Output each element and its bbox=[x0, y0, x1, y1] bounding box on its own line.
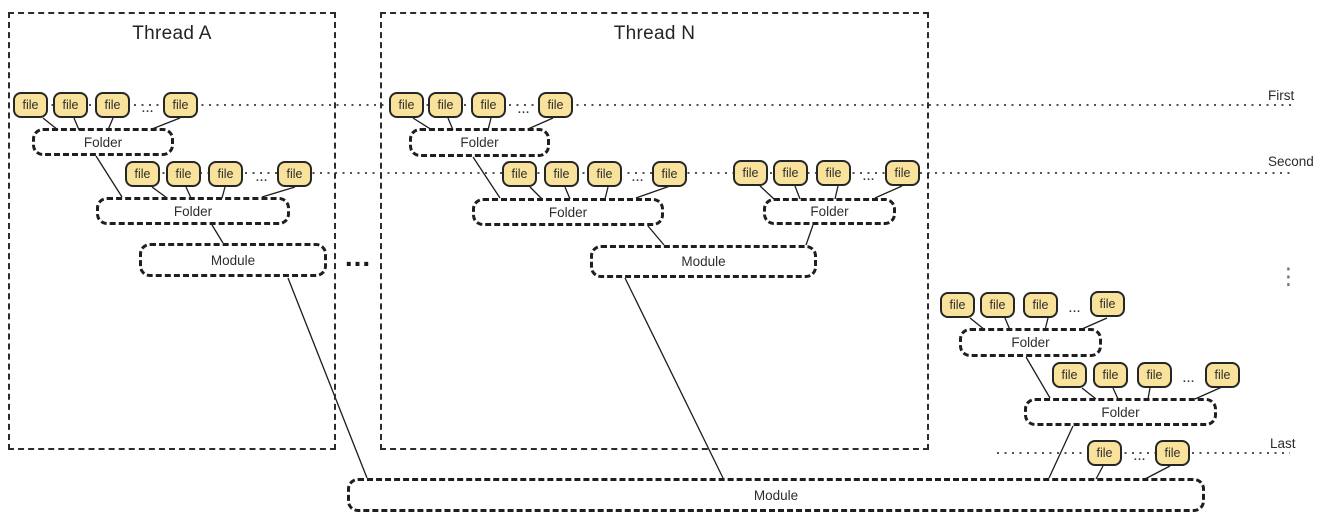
folder-node: Folder bbox=[763, 198, 896, 225]
file-node: file bbox=[773, 160, 808, 186]
file-node: file bbox=[1205, 362, 1240, 388]
level-label-second: Second bbox=[1268, 154, 1314, 169]
module-node: Module bbox=[590, 245, 817, 278]
thread-n-title: Thread N bbox=[613, 23, 696, 44]
file-node: file bbox=[1093, 362, 1128, 388]
level-label-first: First bbox=[1268, 88, 1295, 103]
file-node: file bbox=[95, 92, 130, 118]
file-node: file bbox=[166, 161, 201, 187]
vertical-ellipsis: ⋮ bbox=[1277, 263, 1300, 289]
file-node: file bbox=[163, 92, 198, 118]
files-ellipsis: ... bbox=[862, 171, 876, 183]
folder-node: Folder bbox=[959, 328, 1102, 357]
file-node: file bbox=[125, 161, 160, 187]
file-node: file bbox=[652, 161, 687, 187]
file-node: file bbox=[587, 161, 622, 187]
folder-node: Folder bbox=[96, 197, 290, 225]
file-node: file bbox=[816, 160, 851, 186]
files-ellipsis: ... bbox=[255, 172, 269, 184]
level-label-last: Last bbox=[1270, 436, 1296, 451]
file-node: file bbox=[980, 292, 1015, 318]
thread-a-panel: Thread A bbox=[8, 12, 336, 450]
file-node: file bbox=[1087, 440, 1122, 466]
file-node: file bbox=[53, 92, 88, 118]
folder-node: Folder bbox=[1024, 398, 1217, 426]
files-ellipsis: ... bbox=[517, 104, 531, 116]
files-ellipsis: ... bbox=[631, 172, 645, 184]
folder-node: Folder bbox=[409, 128, 550, 157]
file-node: file bbox=[885, 160, 920, 186]
folder-node: Folder bbox=[32, 128, 174, 156]
thread-a-title: Thread A bbox=[132, 23, 212, 44]
file-node: file bbox=[940, 292, 975, 318]
file-node: file bbox=[1137, 362, 1172, 388]
between-threads-ellipsis: ... bbox=[344, 241, 372, 272]
files-ellipsis: ... bbox=[1182, 373, 1196, 385]
file-node: file bbox=[1090, 291, 1125, 317]
file-node: file bbox=[538, 92, 573, 118]
file-node: file bbox=[1023, 292, 1058, 318]
file-node: file bbox=[277, 161, 312, 187]
thread-n-panel: Thread N bbox=[380, 12, 929, 450]
bottom-module-node: Module bbox=[347, 478, 1205, 512]
file-node: file bbox=[1052, 362, 1087, 388]
file-node: file bbox=[471, 92, 506, 118]
file-node: file bbox=[502, 161, 537, 187]
file-node: file bbox=[13, 92, 48, 118]
folder-node: Folder bbox=[472, 198, 664, 226]
file-node: file bbox=[208, 161, 243, 187]
files-ellipsis: ... bbox=[1068, 303, 1082, 315]
module-node: Module bbox=[139, 243, 327, 277]
file-node: file bbox=[389, 92, 424, 118]
file-node: file bbox=[544, 161, 579, 187]
file-node: file bbox=[1155, 440, 1190, 466]
file-node: file bbox=[733, 160, 768, 186]
file-node: file bbox=[428, 92, 463, 118]
files-ellipsis: ... bbox=[1133, 451, 1147, 463]
files-ellipsis: ... bbox=[141, 103, 155, 115]
